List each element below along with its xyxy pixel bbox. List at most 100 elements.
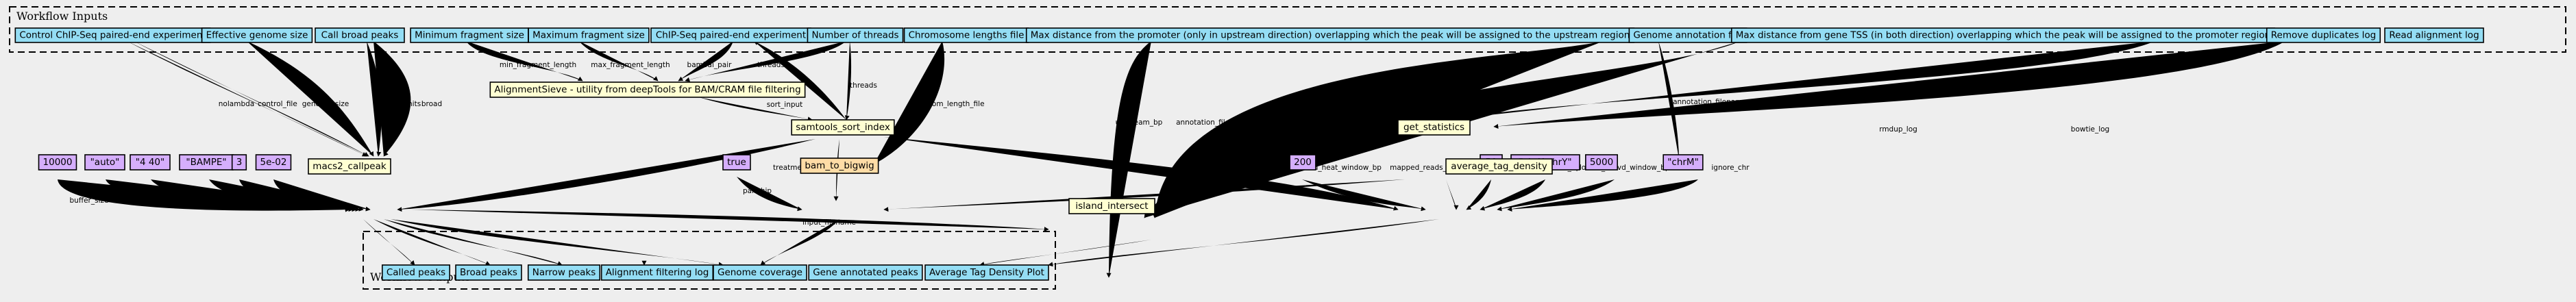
input-chromosome-lengths[interactable]: Chromosome lengths file [903,27,1029,43]
edge-label-q-value: q_value [271,197,299,205]
svg-text:Genome coverage: Genome coverage [717,267,802,278]
svg-text:Alignment filtering log: Alignment filtering log [606,267,709,278]
step-average-tag-density[interactable]: average_tag_density [1445,158,1553,175]
svg-text:5000: 5000 [1590,157,1613,168]
step-samtools-sort-index[interactable]: samtools_sort_index [791,119,895,136]
svg-text:Genome annotation file: Genome annotation file [1633,30,1742,41]
svg-text:Narrow peaks: Narrow peaks [532,267,596,278]
param-keep-dup-auto[interactable]: "auto" [84,154,125,171]
edge-control-file [134,41,369,157]
output-gene-annotated-peaks[interactable]: Gene annotated peaks [808,264,923,281]
edge-label-input-filename: input_filename [802,218,856,227]
edge-label-avd-window: avd_window_bp [1613,164,1670,172]
edge-label-threads-a: threads [757,61,785,69]
param-pairchip-true[interactable]: true [722,154,751,171]
edge-nolambda [127,41,367,157]
edge-avd-window [1497,179,1615,212]
svg-text:Remove duplicates log: Remove duplicates log [2271,30,2376,41]
param-avd-5000[interactable]: 5000 [1585,154,1618,171]
input-remove-duplicates-log[interactable]: Remove duplicates log [2266,27,2381,43]
svg-text:"chrM": "chrM" [1667,157,1699,168]
svg-text:Chromosome lengths file: Chromosome lengths file [909,30,1025,41]
param-verbose-3[interactable]: 3 [231,154,247,171]
edge-label-min-fragment: min_fragment_length [500,61,576,69]
input-promoter-distance[interactable]: Max distance from gene TSS (in both dire… [1730,27,2276,43]
svg-text:macs2_callpeak: macs2_callpeak [312,161,387,172]
edge-q-value [273,179,371,212]
edge-mapped-reads-number [883,179,1405,212]
param-avd-200[interactable]: 200 [1289,154,1316,171]
edge-label-bambai-pair: bambai_pair [687,61,733,69]
param-buffer-10000[interactable]: 10000 [38,154,77,171]
edge-label-ignore-chr: ignore_chr [1711,164,1750,172]
edge-out-avg-plot [1048,219,1439,267]
edge-pairchip [737,177,802,212]
output-genome-coverage[interactable]: Genome coverage [713,264,807,281]
output-average-tag-density-plot[interactable]: Average Tag Density Plot [924,264,1049,281]
svg-text:3: 3 [236,157,243,168]
input-number-of-threads[interactable]: Number of threads [807,27,904,43]
input-effective-genome-size[interactable]: Effective genome size [201,27,313,43]
svg-text:AlignmentSieve - utility from: AlignmentSieve - utility from deepTools … [494,84,800,95]
svg-text:Broad peaks: Broad peaks [460,267,517,278]
input-read-alignment-log[interactable]: Read alignment log [2384,27,2484,43]
edge-upstream-bp [1106,41,1151,278]
input-control-chip-seq[interactable]: Control ChIP-Seq paired-end experiment [14,27,211,43]
edge-label-nolambda: nolambda [219,100,254,108]
input-genome-annotation[interactable]: Genome annotation file [1628,27,1747,43]
svg-text:Minimum fragment size: Minimum fragment size [415,30,524,41]
edge-avd-smooth [1466,179,1491,210]
step-alignmentsieve[interactable]: AlignmentSieve - utility from deepTools … [489,81,806,98]
input-upstream-distance[interactable]: Max distance from the promoter (only in … [1025,27,1635,43]
svg-text:Maximum fragment size: Maximum fragment size [532,30,645,41]
edge-min-fragment [466,41,583,81]
input-maximum-fragment-size[interactable]: Maximum fragment size [528,27,650,43]
param-qvalue-5e-02[interactable]: 5e-02 [255,154,292,171]
edge-broad [373,41,411,157]
edge-input-filename [411,210,1049,232]
input-call-broad-peaks[interactable]: Call broad peaks [315,27,405,43]
step-island-intersect[interactable]: island_intersect [1068,198,1155,214]
output-called-peaks[interactable]: Called peaks [382,264,450,281]
input-chip-seq-experiment[interactable]: ChIP-Seq paired-end experiment [650,27,811,43]
edge-label-annotation-b: annotation_filename [1673,98,1747,106]
svg-text:samtools_sort_index: samtools_sort_index [796,122,890,133]
edge-bambai-pair [678,41,733,81]
edge-out-called [363,219,415,266]
step-macs2-callpeak[interactable]: macs2_callpeak [308,158,391,175]
edge-label-annotation-a: annotation_filename [1176,118,1250,127]
edge-label-buffer-size: buffer_size [70,197,109,205]
edge-rmdup-log [1445,41,2155,122]
svg-text:island_intersect: island_intersect [1075,201,1148,212]
edge-max-fragment [579,41,659,81]
step-nodes: AlignmentSieve - utility from deepTools … [308,81,1553,214]
edge-threads-a [685,41,846,82]
edge-annotation-b [1658,41,1682,160]
edges-layer [58,40,2285,278]
param-format-bampe[interactable]: "BAMPE" [179,154,234,171]
step-bam-to-bigwig[interactable]: bam_to_bigwig [800,158,879,174]
input-minimum-fragment-size[interactable]: Minimum fragment size [410,27,529,43]
edge-label-keep-dup: keep_dup [123,197,158,205]
edge-label-chrom-length: chrom_length_file [920,100,984,108]
output-alignment-filtering-log[interactable]: Alignment filtering log [600,264,714,281]
edge-label-bowtie-log: bowtie_log [2071,125,2109,134]
svg-text:Control ChIP-Seq paired-end ex: Control ChIP-Seq paired-end experiment [19,30,206,41]
svg-text:Gene annotated peaks: Gene annotated peaks [813,267,918,278]
input-nodes: Control ChIP-Seq paired-end experiment E… [14,27,2484,43]
svg-text:Average Tag Density Plot: Average Tag Density Plot [929,267,1044,278]
edge-out-narrow [384,219,563,266]
edge-genome-size [247,41,374,157]
edge-ignore-chr [1507,179,1698,212]
svg-text:Max distance from gene TSS (in: Max distance from gene TSS (in both dire… [1736,30,2270,41]
edge-double-chr [1480,179,1545,211]
output-nodes: Called peaks Broad peaks Narrow peaks Al… [382,264,1049,281]
step-get-statistics[interactable]: get_statistics [1397,119,1471,136]
edge-label-sort-input: sort_input [767,101,803,109]
param-chrm[interactable]: "chrM" [1663,154,1704,171]
edge-out-macs-extra [391,219,724,267]
param-mfold-4-40[interactable]: "4 40" [130,154,171,171]
workflow-inputs-label: Workflow Inputs [16,10,108,23]
output-narrow-peaks[interactable]: Narrow peaks [527,264,601,281]
output-broad-peaks[interactable]: Broad peaks [455,264,522,281]
